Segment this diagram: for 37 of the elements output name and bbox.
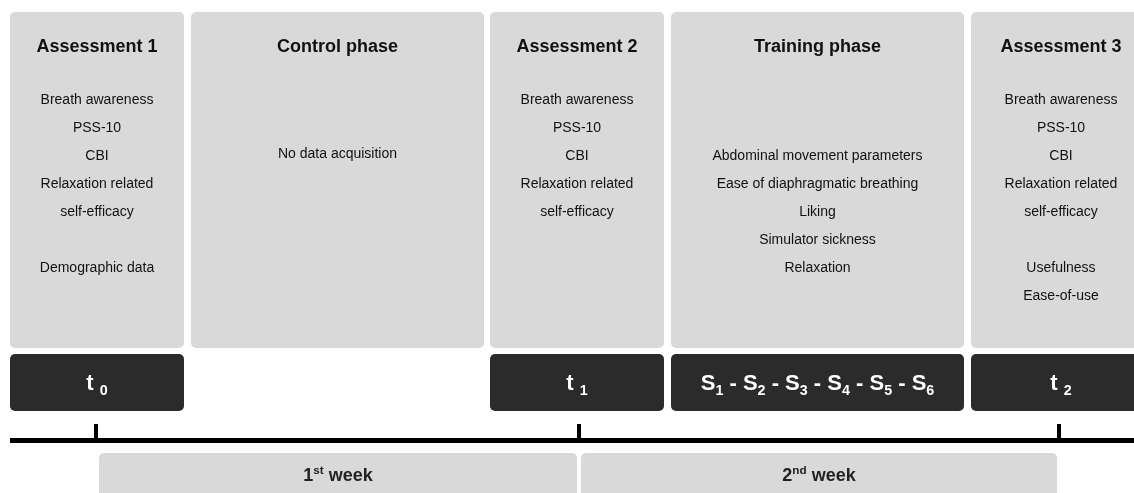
measure-label: Relaxation bbox=[784, 258, 851, 277]
measure-label: Relaxation related self-efficacy bbox=[519, 174, 635, 221]
measure-label: CBI bbox=[85, 146, 109, 165]
phase-heading: Assessment 2 bbox=[516, 36, 638, 57]
measure-label: Abdominal movement parameters bbox=[712, 146, 923, 165]
measure-label: CBI bbox=[565, 146, 589, 165]
measure-label: Simulator sickness bbox=[759, 230, 876, 249]
measure-label: CBI bbox=[1049, 146, 1073, 165]
time-point-box: S$_{1}$ - S$_{2}$ - S$_{3}$ - S$_{4}$ - S$_{5}$ - S$_{6}$ bbox=[671, 354, 964, 411]
measure-label: Relaxation related self-efficacy bbox=[39, 174, 155, 221]
time-point-box: t $_{0}$ bbox=[10, 354, 184, 411]
measure-label: No data acquisition bbox=[277, 144, 398, 163]
measure-label: Ease of diaphragmatic breathing bbox=[716, 174, 919, 193]
week-bar: 1$^{st}$ week bbox=[99, 453, 577, 493]
measure-label: PSS-10 bbox=[72, 118, 122, 137]
phase-heading: Training phase bbox=[754, 36, 881, 57]
measure-label: PSS-10 bbox=[552, 118, 602, 137]
phase-panel bbox=[671, 12, 964, 348]
phase-panel bbox=[191, 12, 484, 348]
phase-heading: Control phase bbox=[277, 36, 398, 57]
phase-heading: Assessment 1 bbox=[36, 36, 158, 57]
measure-label: Usefulness bbox=[1026, 258, 1096, 277]
time-point-box: t $_{1}$ bbox=[490, 354, 664, 411]
phase-panel bbox=[971, 12, 1134, 348]
phase-panel bbox=[10, 12, 184, 348]
week-bar: 2$^{nd}$ week bbox=[581, 453, 1057, 493]
time-point-box: t $_{2}$ bbox=[971, 354, 1134, 411]
phase-heading: Assessment 3 bbox=[1000, 36, 1122, 57]
measure-label: Demographic data bbox=[39, 258, 155, 277]
measure-label: Breath awareness bbox=[1004, 90, 1118, 109]
measure-label: Relaxation related self-efficacy bbox=[1003, 174, 1119, 221]
measure-label: Breath awareness bbox=[40, 90, 154, 109]
measure-label: PSS-10 bbox=[1036, 118, 1086, 137]
measure-label: Breath awareness bbox=[520, 90, 634, 109]
measure-label: Liking bbox=[799, 202, 836, 221]
phase-panel bbox=[490, 12, 664, 348]
measure-label: Ease-of-use bbox=[1023, 286, 1099, 305]
